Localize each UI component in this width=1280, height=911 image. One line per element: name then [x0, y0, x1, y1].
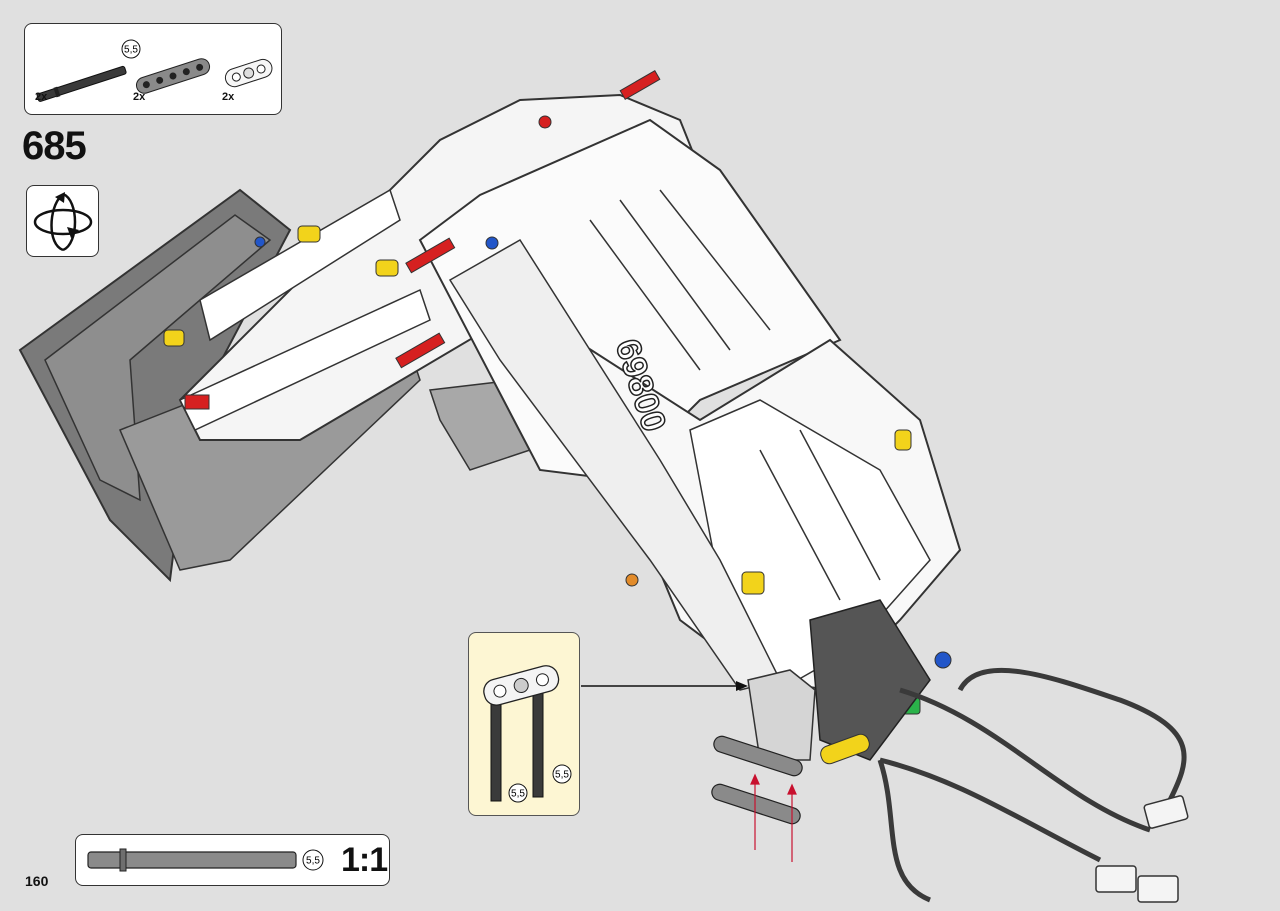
- color-pin-details: [163, 69, 952, 715]
- dark-gray-beam-part: [135, 58, 211, 94]
- scale-axle-illustration: 5,5: [87, 848, 324, 872]
- cables: [877, 667, 1187, 903]
- callout-length-badge-1: [508, 783, 528, 803]
- panel-markings: [589, 189, 881, 601]
- rotate-indicator: [26, 185, 99, 257]
- white-connector-part: [224, 58, 273, 88]
- lower-assembly: [747, 599, 931, 765]
- axle-length-label: 5,5: [124, 45, 138, 56]
- cable-plugs: [1095, 795, 1189, 903]
- callout-length-badge-2: [552, 764, 572, 784]
- axle-length-badge: [121, 39, 141, 59]
- page-number: 160: [25, 873, 49, 889]
- scale-bar-box: 5,5 1:1: [75, 834, 390, 886]
- connector-quantity: 2x: [222, 91, 235, 103]
- callout-length-label-2: 5,5: [555, 770, 569, 781]
- scale-ratio: 1:1: [341, 841, 388, 879]
- callout-box: 5,5 5,5: [468, 632, 580, 816]
- pointer-arrows: [750, 773, 797, 862]
- white-frame-section: [178, 93, 962, 692]
- callout-arrow: [581, 681, 748, 691]
- white-connector-callout: [483, 665, 560, 706]
- callout-illustration: 5,5 5,5: [483, 665, 572, 803]
- parts-list-illustration: 5,5: [36, 39, 273, 102]
- scale-length-badge: [302, 849, 324, 871]
- scale-length-label: 5,5: [306, 856, 320, 867]
- rotate-model-icon: [33, 192, 93, 252]
- parts-list-box: 5,5 2x 2x 2x: [24, 23, 282, 115]
- beam-quantity: 2x: [133, 91, 146, 103]
- callout-length-label-1: 5,5: [511, 789, 525, 800]
- scale-axle: [87, 851, 297, 869]
- axle-part: [36, 65, 127, 102]
- axle-quantity: 2x: [35, 91, 48, 103]
- step-number: 685: [22, 124, 87, 168]
- new-beams: [711, 735, 803, 825]
